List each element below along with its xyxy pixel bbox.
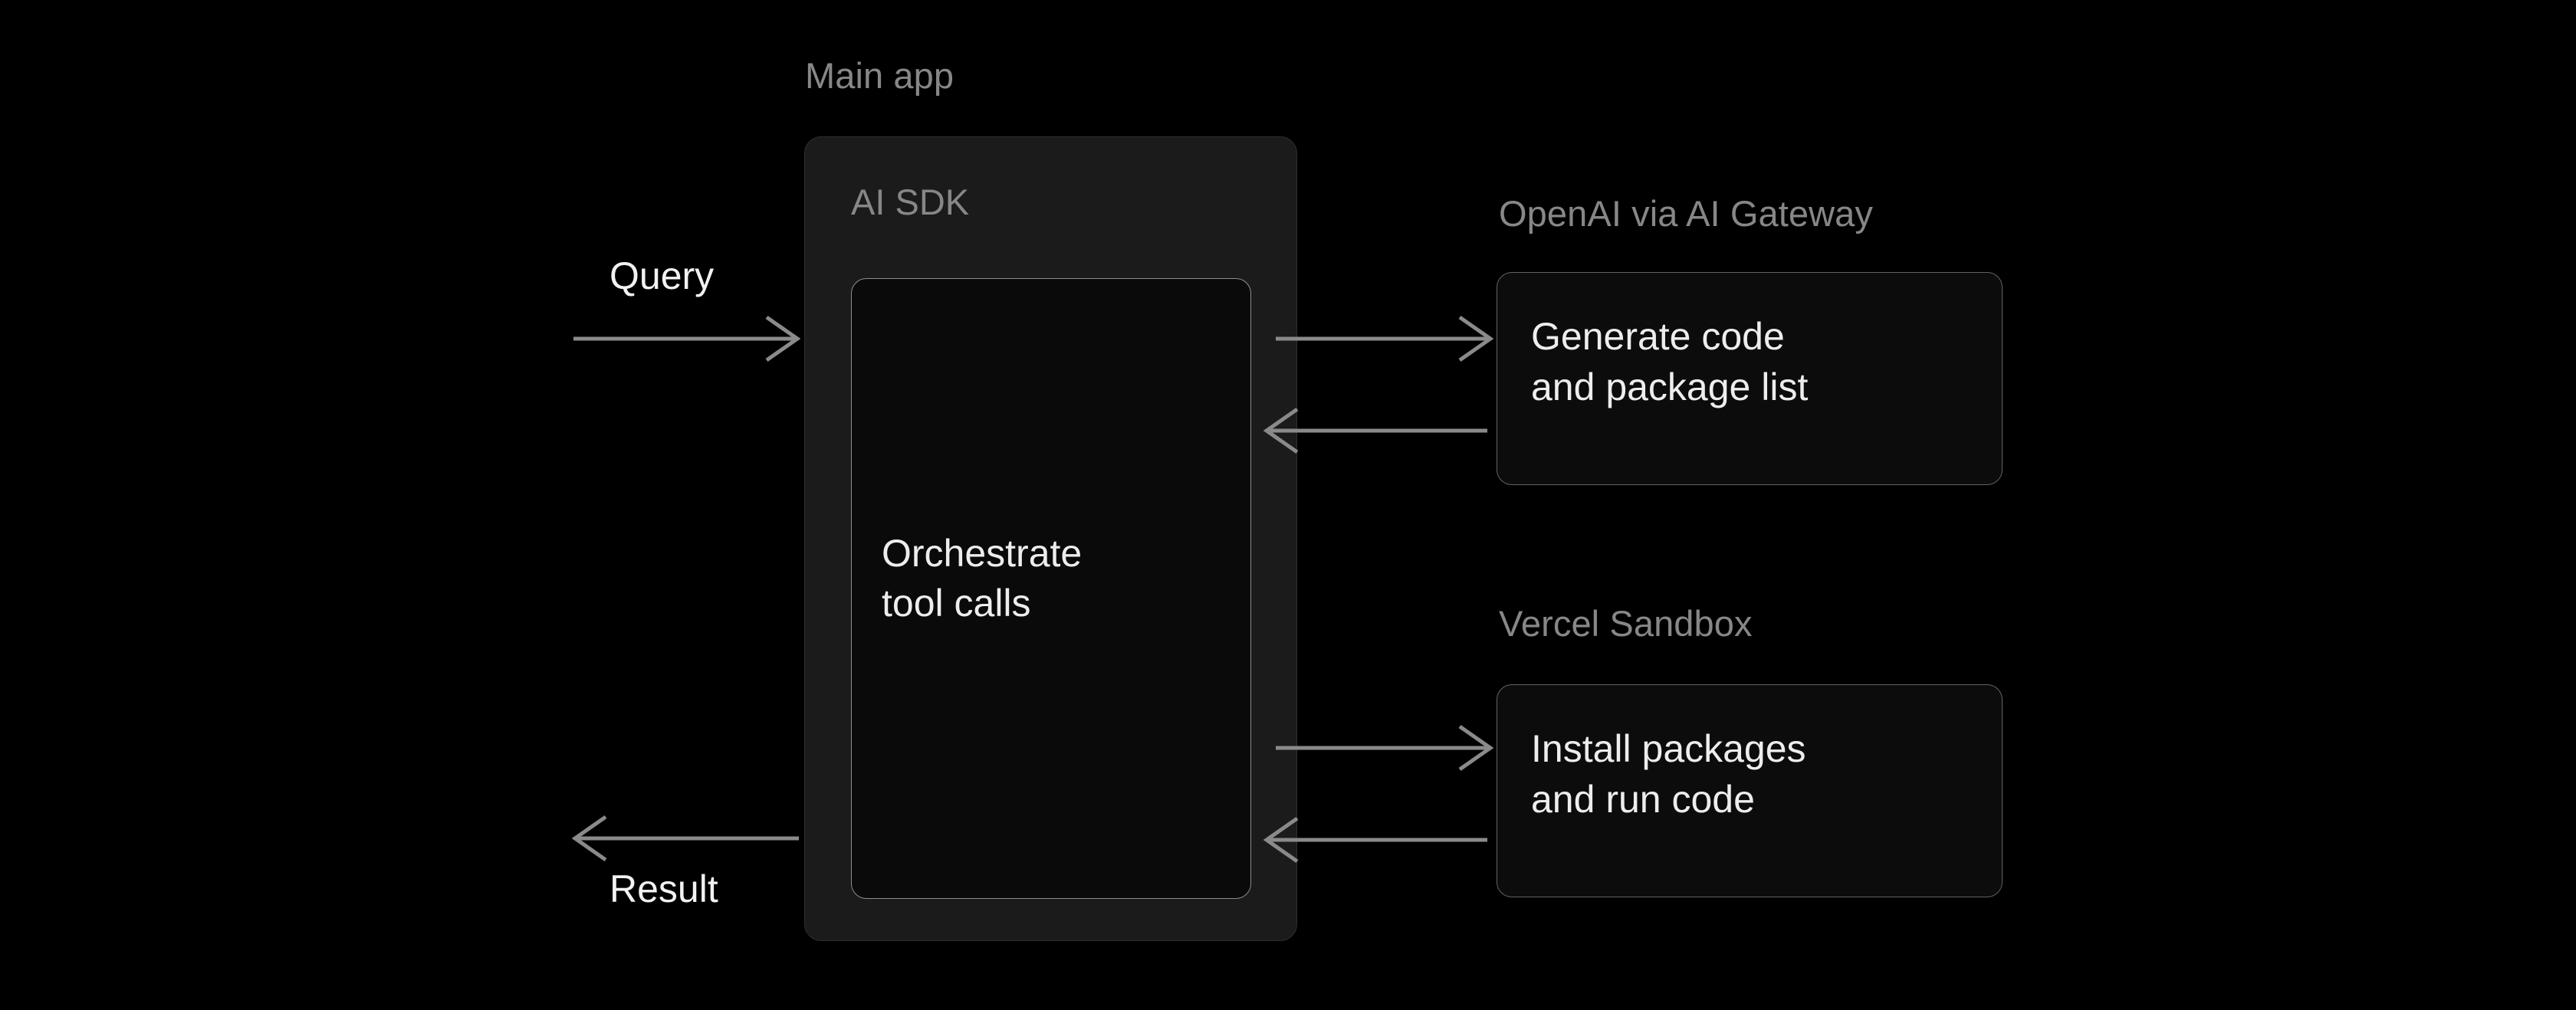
- sandbox-service-box: Install packages and run code: [1497, 684, 2003, 897]
- arrow-sdk-to-sandbox: [1276, 724, 1494, 772]
- arrow-result-out: [571, 815, 799, 862]
- query-label: Query: [610, 254, 715, 297]
- ai-sdk-card: [851, 278, 1251, 899]
- arrow-query-in: [573, 315, 801, 362]
- group-caption-main-app: Main app: [805, 55, 955, 96]
- result-label: Result: [610, 867, 718, 910]
- sandbox-box-text: Install packages and run code: [1531, 727, 1806, 821]
- arrow-sandbox-to-sdk: [1263, 816, 1487, 864]
- openai-box-text: Generate code and package list: [1531, 315, 1809, 408]
- group-caption-sandbox: Vercel Sandbox: [1499, 603, 1753, 644]
- ai-sdk-label: AI SDK: [851, 182, 970, 222]
- arrow-sdk-to-openai: [1276, 315, 1494, 362]
- group-caption-openai: OpenAI via AI Gateway: [1499, 193, 1874, 234]
- orchestrate-tool-calls-text: Orchestrate tool calls: [882, 532, 1083, 625]
- openai-service-box: Generate code and package list: [1497, 272, 2003, 485]
- arrow-openai-to-sdk: [1263, 407, 1487, 454]
